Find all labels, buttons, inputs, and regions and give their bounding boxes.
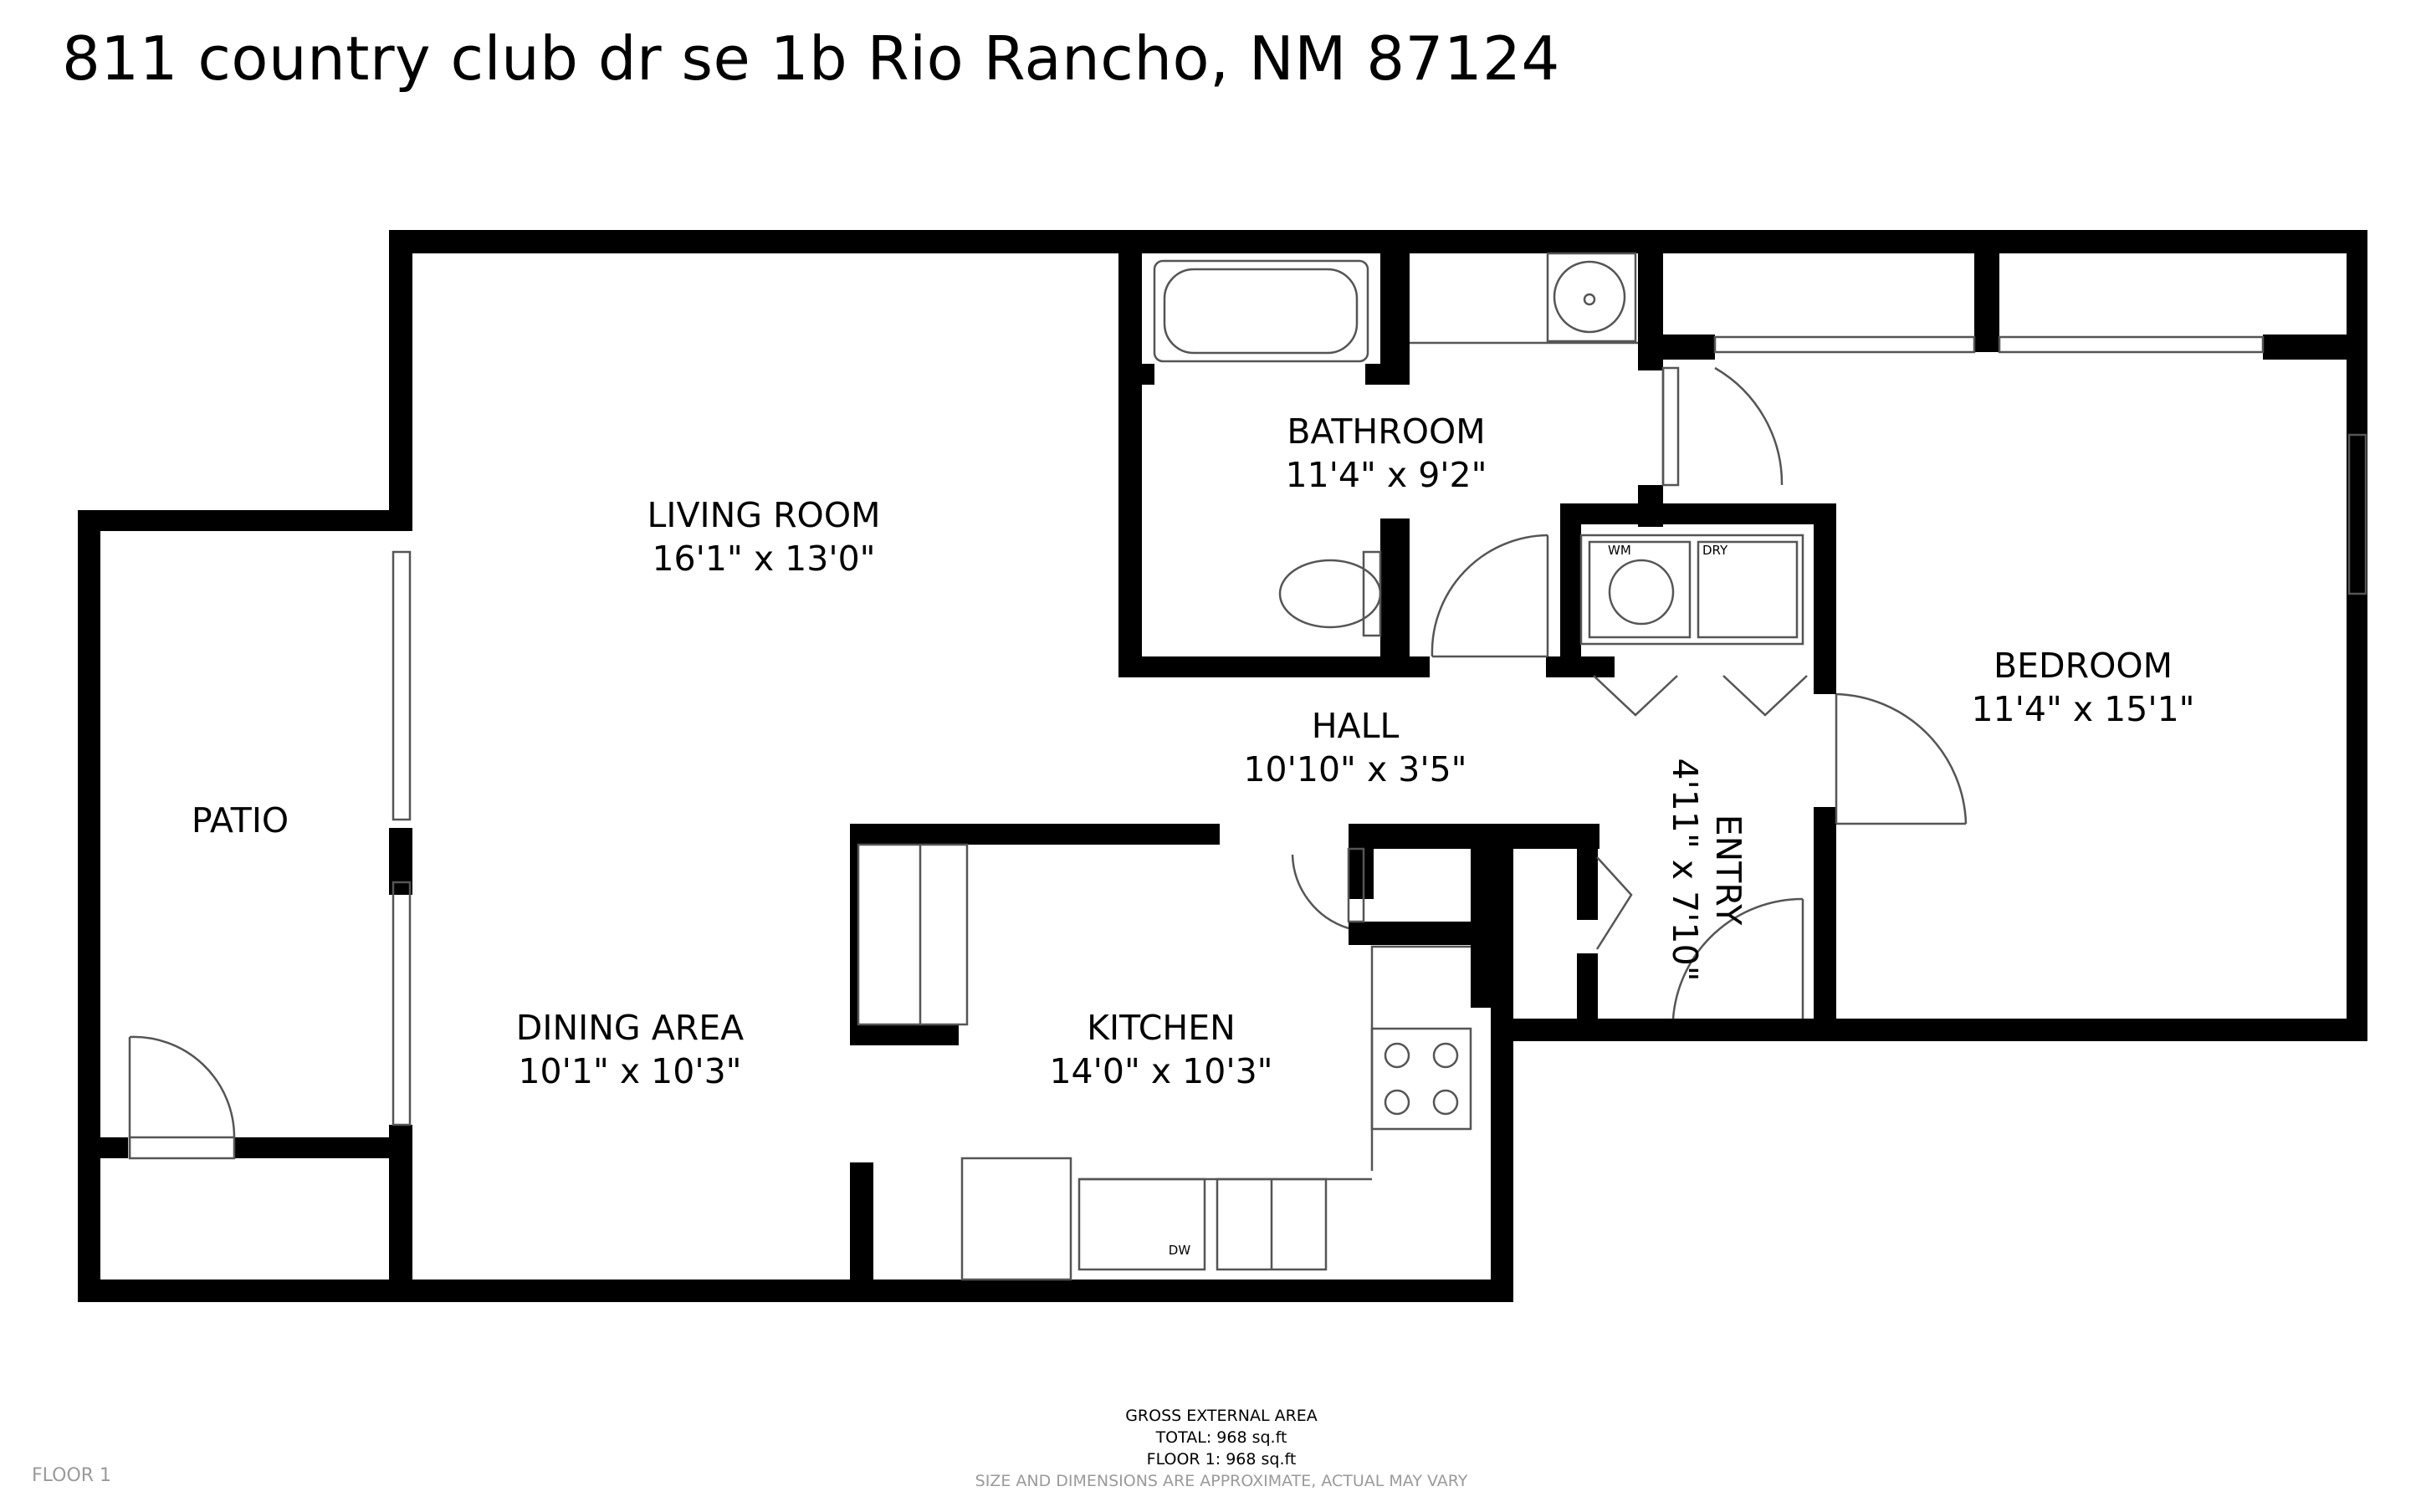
room-labels: LIVING ROOM 16'1" x 13'0" BATHROOM 11'4"… [192, 411, 2195, 1258]
area-disclaimer: SIZE AND DIMENSIONS ARE APPROXIMATE, ACT… [975, 1472, 1468, 1490]
bathroom-name: BATHROOM [1287, 411, 1485, 452]
dining-area-dims: 10'1" x 10'3" [518, 1051, 741, 1091]
living-room-dims: 16'1" x 13'0" [652, 539, 875, 579]
washer-label: WM [1608, 543, 1631, 558]
dining-area-name: DINING AREA [516, 1008, 744, 1048]
hall-dims: 10'10" x 3'5" [1243, 749, 1466, 789]
bedroom-name: BEDROOM [1994, 646, 2173, 686]
area-title: GROSS EXTERNAL AREA [1125, 1407, 1318, 1425]
walls [78, 230, 2367, 1302]
hall-name: HALL [1312, 706, 1400, 746]
property-address: 811 country club dr se 1b Rio Rancho, NM… [62, 23, 1560, 94]
dryer-label: DRY [1702, 543, 1728, 558]
kitchen-name: KITCHEN [1087, 1008, 1236, 1048]
entry-dims: 4'11" x 7'10" [1665, 758, 1705, 981]
floor-label: FLOOR 1 [32, 1465, 112, 1486]
area-total: TOTAL: 968 sq.ft [1155, 1428, 1287, 1447]
bathroom-dims: 11'4" x 9'2" [1285, 455, 1487, 495]
area-floor: FLOOR 1: 968 sq.ft [1146, 1450, 1297, 1469]
bedroom-dims: 11'4" x 15'1" [1971, 689, 2194, 729]
kitchen-dims: 14'0" x 10'3" [1049, 1051, 1272, 1091]
patio-name: PATIO [192, 800, 289, 840]
dishwasher-label: DW [1169, 1243, 1191, 1258]
living-room-name: LIVING ROOM [647, 495, 881, 535]
entry-name: ENTRY [1708, 815, 1748, 926]
fixtures [128, 252, 2367, 1281]
area-summary: GROSS EXTERNAL AREA TOTAL: 968 sq.ft FLO… [887, 1405, 1556, 1492]
